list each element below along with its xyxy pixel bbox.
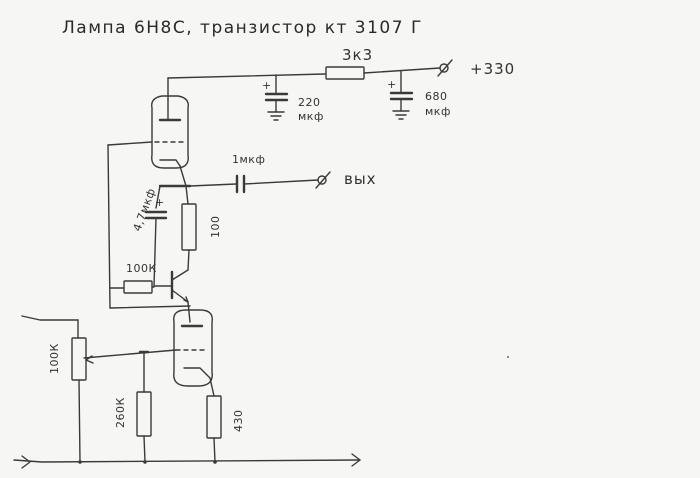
- output-terminal: [317, 175, 327, 185]
- pot-label: 100К: [48, 343, 61, 374]
- wire-collector-down: [187, 301, 191, 323]
- supply-terminal: [439, 63, 449, 73]
- supply-label: +330: [470, 60, 515, 78]
- wire-upper-grid: [107, 141, 153, 146]
- output-label: вых: [344, 170, 377, 188]
- resistor-430: [206, 395, 222, 439]
- title: Лампа 6Н8С, транзистор кт 3107 Г: [62, 18, 423, 38]
- coupling-cap-label: 1мкф: [232, 153, 265, 166]
- resistor-260k: [136, 391, 152, 437]
- junction-dot: [213, 460, 217, 464]
- tube-lower: [173, 309, 213, 387]
- junction-dot: [78, 460, 82, 464]
- cap220-unit: мкф: [298, 110, 324, 123]
- terminal-stroke: [437, 59, 453, 77]
- resistor-100: [181, 203, 197, 251]
- wire-grid: [83, 349, 177, 359]
- resistor-100k-feedback: [123, 280, 153, 294]
- wire-bypass-cap: [155, 185, 161, 209]
- coupling-capacitor: [235, 174, 246, 194]
- wire-to-output: [243, 179, 319, 185]
- wire-top-rail-right: [363, 67, 441, 74]
- wire-r260k-bottom: [143, 435, 146, 463]
- pot-wiper-arrow-icon: [85, 355, 94, 364]
- cap680-plus: +: [387, 78, 397, 91]
- tube-upper: [151, 95, 189, 169]
- terminal-stroke: [315, 171, 331, 189]
- wire-to-coupling-cap: [189, 183, 237, 187]
- resistor-100k-label: 100К: [126, 262, 157, 275]
- transistor-emitter: [171, 269, 189, 281]
- ground-icon: [267, 111, 285, 121]
- resistor-100-label: 100: [209, 216, 222, 239]
- wire-r430-bottom: [213, 437, 216, 463]
- tube-lower-cathode: [183, 367, 211, 379]
- ground-rail-left-mark: [21, 455, 31, 469]
- resistor-260k-label: 260К: [114, 397, 127, 428]
- wire-r100-bottom: [187, 249, 190, 271]
- wire-left-vertical: [107, 144, 111, 309]
- resistor-3k3-label: 3к3: [342, 46, 373, 64]
- ground-rail-arrow-icon: [351, 453, 361, 467]
- cap680-value: 680: [425, 90, 448, 103]
- wire-bypass-down: [153, 217, 157, 287]
- resistor-3k3: [325, 66, 365, 80]
- wire-r100-top: [185, 185, 189, 205]
- wire-input: [21, 315, 79, 321]
- cap220-plus: +: [262, 79, 272, 92]
- resistor-430-label: 430: [232, 410, 245, 433]
- wire-lower-cathode: [209, 377, 215, 397]
- wire-cathode-down: [179, 165, 187, 187]
- bypass-cap-label: 4,7мкф: [131, 186, 159, 233]
- wire-lower-anode: [109, 305, 191, 309]
- cap680-unit: мкф: [425, 105, 451, 118]
- potentiometer: [71, 337, 87, 381]
- paper-speck: [507, 356, 509, 358]
- cap220-value: 220: [298, 96, 321, 109]
- junction-dot: [143, 460, 147, 464]
- wire-pot-bottom: [78, 379, 81, 463]
- bypass-cap-plus: +: [155, 196, 165, 209]
- wire-top-rail-left: [167, 73, 326, 79]
- ground-icon: [392, 110, 410, 120]
- ground-rail: [13, 459, 361, 463]
- tube-upper-cathode: [159, 159, 181, 167]
